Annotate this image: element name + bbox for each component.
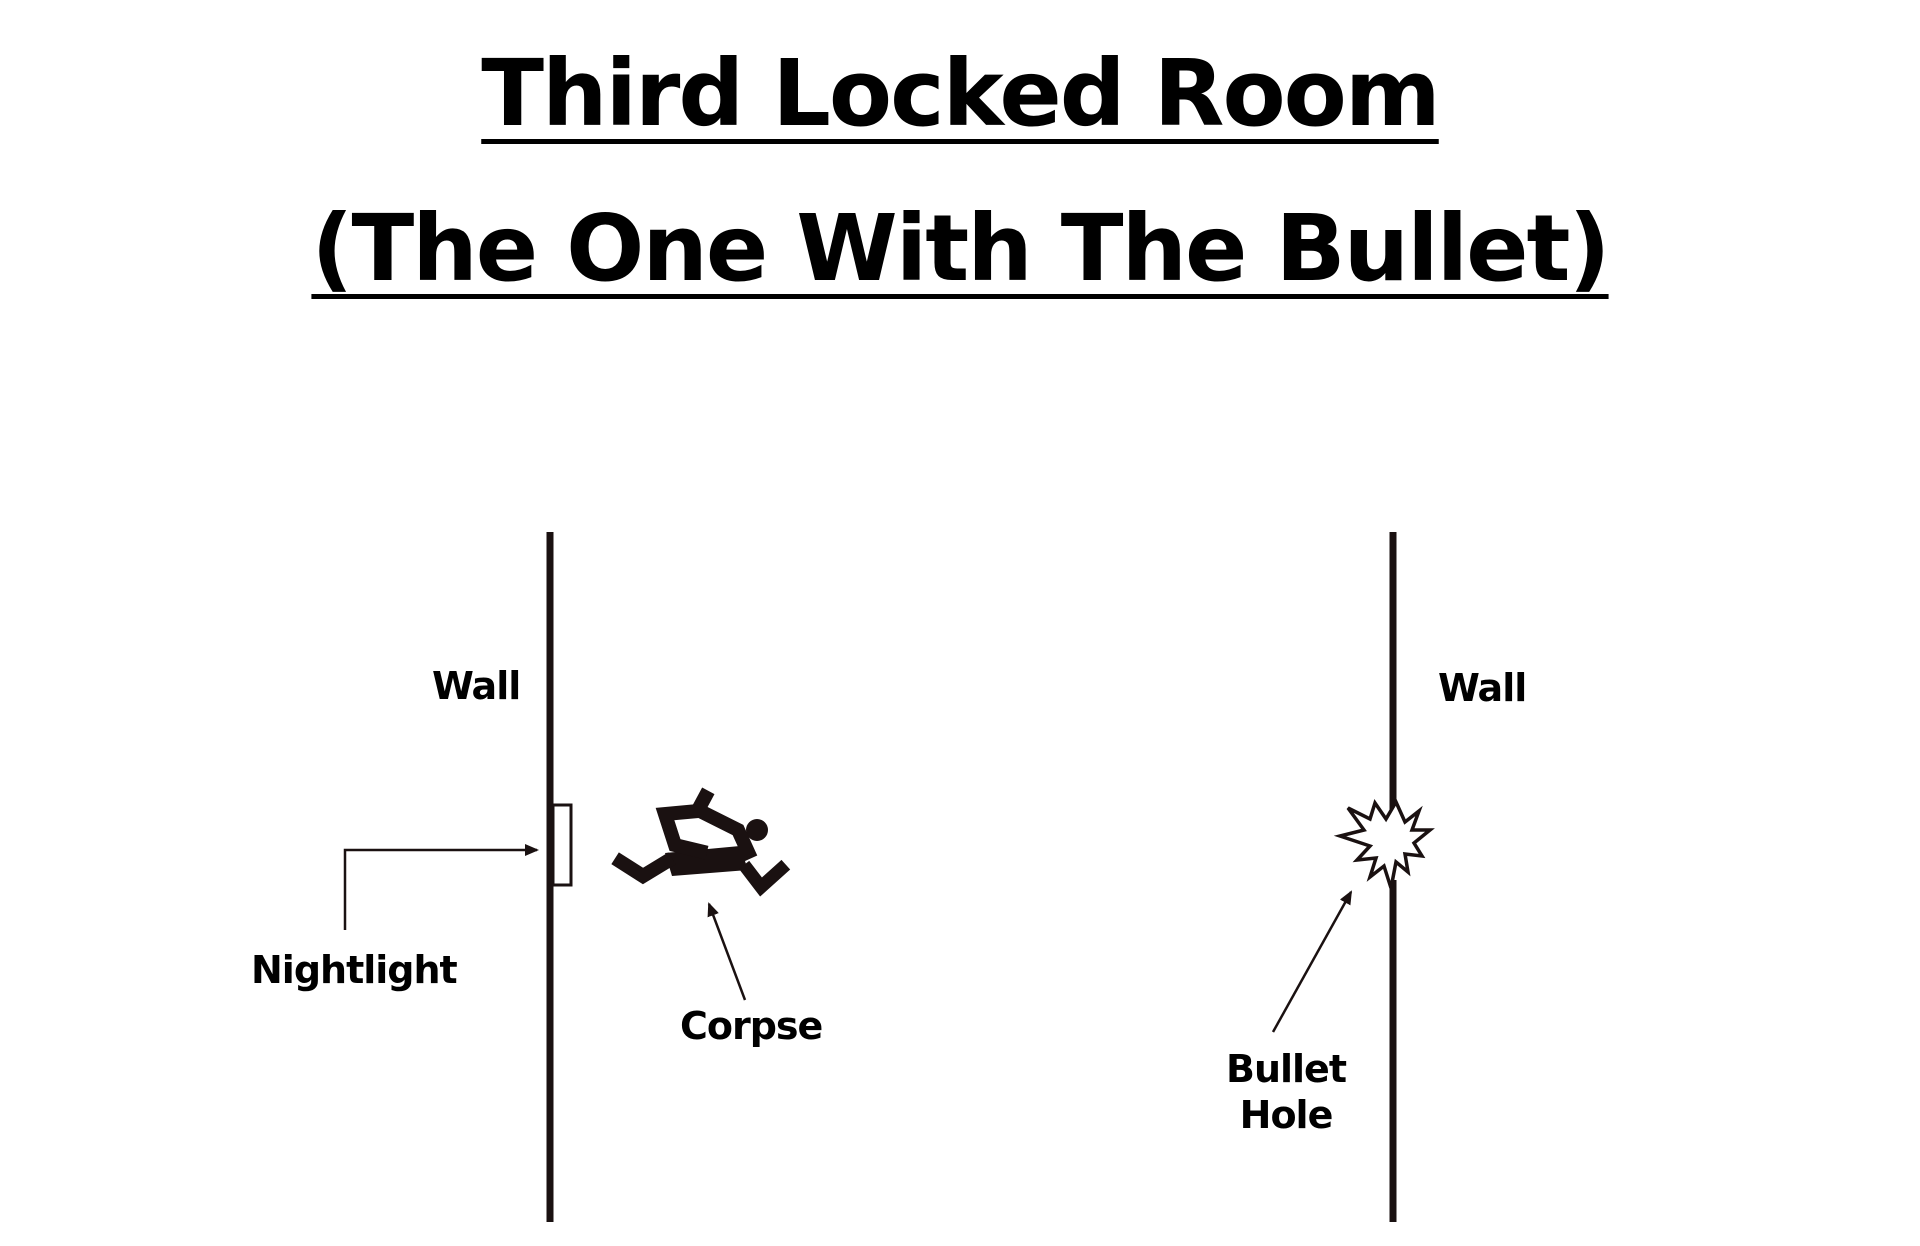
diagram-title-line-2: (The One With The Bullet): [0, 203, 1920, 295]
bullet-hole-label: Bullet Hole: [1186, 1047, 1386, 1138]
diagram-title-line-1: Third Locked Room: [0, 48, 1920, 140]
corpse-label: Corpse: [680, 1004, 823, 1048]
nightlight-label: Nightlight: [251, 948, 458, 992]
nightlight-box: [551, 803, 573, 887]
bullet-hole-arrow: [1271, 890, 1353, 1033]
right-wall-label: Wall: [1438, 666, 1527, 710]
corpse-arrow: [707, 902, 747, 1001]
title-text-1: Third Locked Room: [481, 40, 1441, 147]
starburst-icon: [1333, 798, 1435, 889]
bullet-hole-label-line-1: Bullet: [1225, 1047, 1347, 1091]
fallen-figure-icon: [611, 787, 791, 897]
bullet-hole-label-line-2: Hole: [1239, 1092, 1334, 1137]
nightlight-arrow: [343, 844, 539, 930]
left-wall-label: Wall: [432, 664, 521, 708]
title-text-2: (The One With The Bullet): [311, 195, 1610, 302]
